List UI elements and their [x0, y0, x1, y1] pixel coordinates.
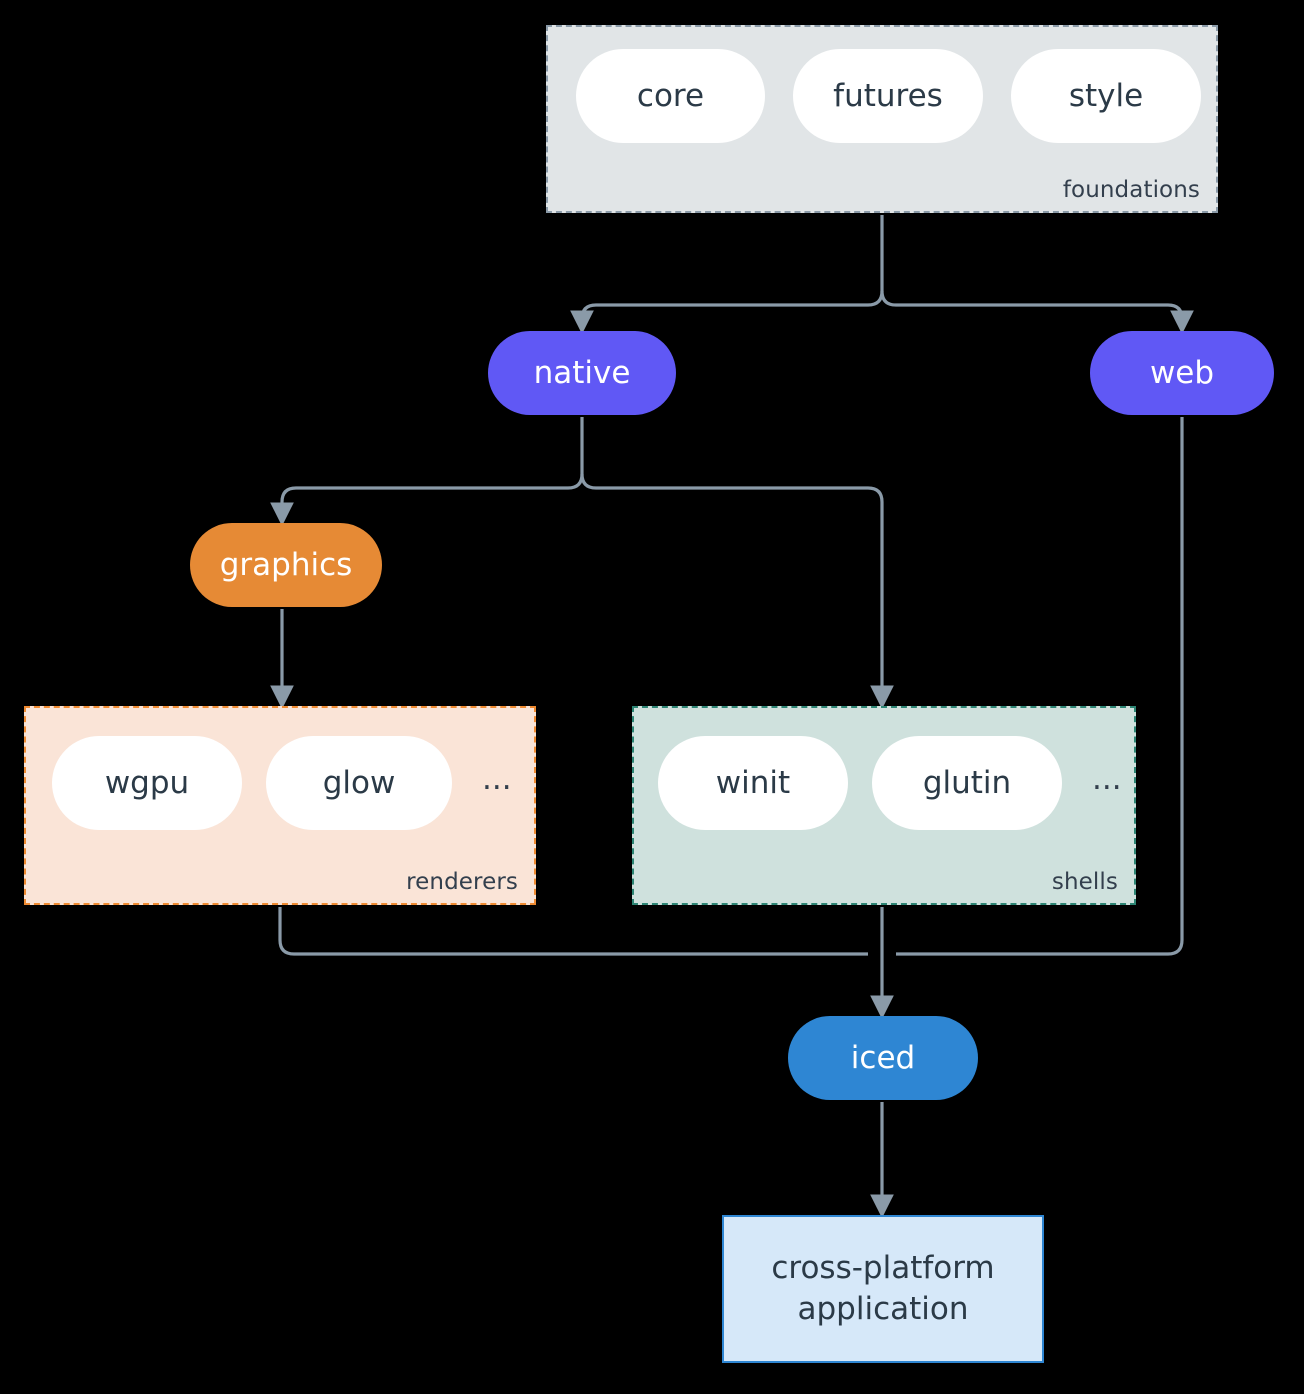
edge-native-to-shells	[580, 473, 894, 710]
group-shells-items: winit glutin ...	[658, 736, 1128, 830]
node-core[interactable]: core	[576, 49, 765, 143]
node-glow[interactable]: glow	[266, 736, 452, 830]
edge-native-to-graphics	[270, 473, 584, 527]
group-shells: winit glutin ... shells	[632, 706, 1136, 905]
application-line-2: application	[797, 1291, 969, 1327]
edge-foundations-to-native	[570, 290, 884, 335]
group-renderers-label: renderers	[406, 869, 518, 895]
edge-renderers-to-merge	[278, 907, 868, 956]
shells-ellipsis: ...	[1092, 760, 1122, 797]
application-line-1: cross-platform	[771, 1250, 995, 1287]
group-shells-label: shells	[1051, 869, 1118, 895]
group-foundations: core futures style foundations	[546, 25, 1218, 213]
group-foundations-label: foundations	[1062, 177, 1200, 203]
node-cross-platform-application[interactable]: cross-platform application	[722, 1215, 1044, 1363]
node-graphics[interactable]: graphics	[190, 523, 382, 607]
group-renderers-items: wgpu glow ...	[52, 736, 518, 830]
edge-foundations-to-web	[880, 290, 1194, 335]
renderers-ellipsis: ...	[482, 760, 512, 797]
node-wgpu[interactable]: wgpu	[52, 736, 242, 830]
node-futures[interactable]: futures	[793, 49, 983, 143]
node-iced[interactable]: iced	[788, 1016, 978, 1100]
node-glutin[interactable]: glutin	[872, 736, 1062, 830]
group-foundations-items: core futures style	[576, 49, 1201, 143]
node-winit[interactable]: winit	[658, 736, 848, 830]
node-web[interactable]: web	[1090, 331, 1274, 415]
node-native[interactable]: native	[488, 331, 676, 415]
node-style[interactable]: style	[1011, 49, 1201, 143]
group-renderers: wgpu glow ... renderers	[24, 706, 536, 905]
